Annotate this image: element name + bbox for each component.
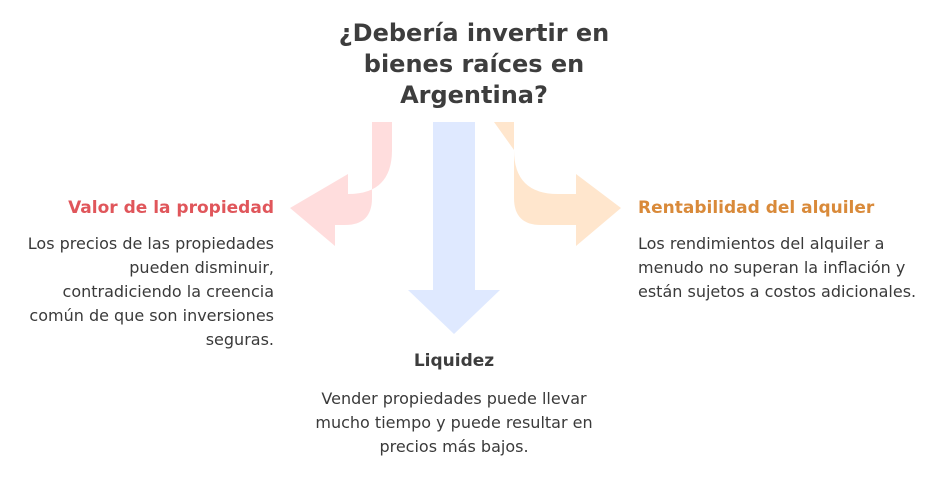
text-property-value: Los precios de las propiedades pueden di… [27,234,274,349]
diagram-title: ¿Debería invertir en bienes raíces en Ar… [338,19,610,109]
arrow-right [494,122,621,246]
arrow-center [408,122,500,334]
text-rental-yield: Los rendimientos del alquiler a menudo n… [638,234,917,301]
arrow-left [290,122,392,246]
text-liquidity: Vender propiedades puede llevar mucho ti… [315,389,593,456]
heading-liquidity: Liquidez [413,351,495,371]
heading-rental-yield: Rentabilidad del alquiler [638,198,875,218]
heading-property-value: Valor de la propiedad [68,198,274,218]
